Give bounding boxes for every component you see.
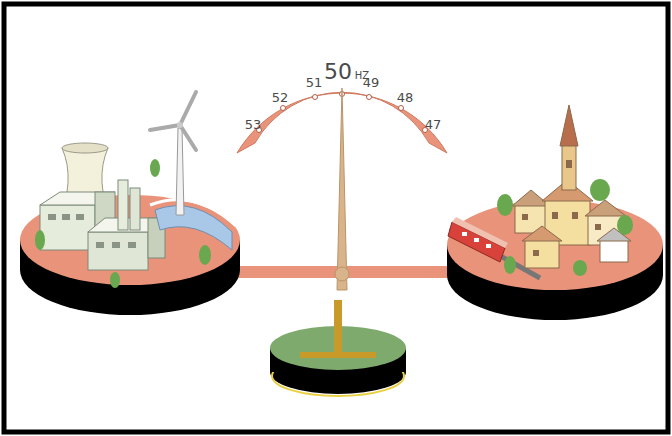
wind-turbine [150, 92, 196, 215]
gauge-label: 49 [363, 76, 380, 89]
trees [35, 159, 211, 288]
gauge-label: 47 [425, 118, 442, 131]
trees [497, 179, 633, 276]
pivot [335, 267, 349, 281]
gauge-label: 50 [324, 61, 352, 83]
town [512, 105, 631, 268]
power-plant [40, 180, 165, 270]
gauge-label: 51 [306, 76, 323, 89]
gauge-label: 52 [272, 91, 289, 104]
frame [4, 4, 668, 432]
consumption-plate [447, 200, 663, 320]
scale-base [270, 300, 406, 396]
gauge-label: 48 [397, 91, 414, 104]
needle [337, 88, 347, 290]
gauge-label: 53 [245, 118, 262, 131]
